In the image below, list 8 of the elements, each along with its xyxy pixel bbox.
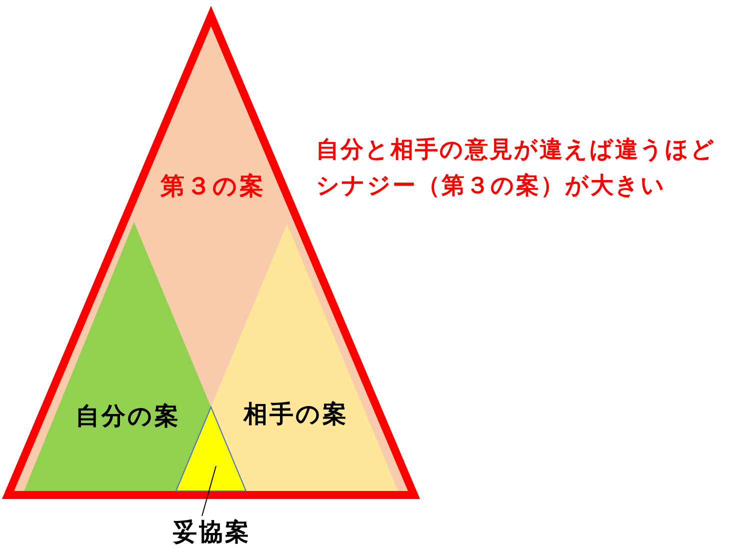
note-text: 自分と相手の意見が違えば違うほどシナジー（第３の案）が大きい — [316, 136, 716, 201]
region-label: 自分の案 — [76, 402, 180, 430]
leader-line — [202, 466, 216, 516]
region-label: 相手の案 — [244, 400, 348, 428]
left-triangle — [24, 222, 211, 491]
callout-label: 妥協案 — [173, 516, 251, 548]
region-label: 第３の案 — [160, 172, 266, 200]
right-triangle — [211, 224, 398, 491]
